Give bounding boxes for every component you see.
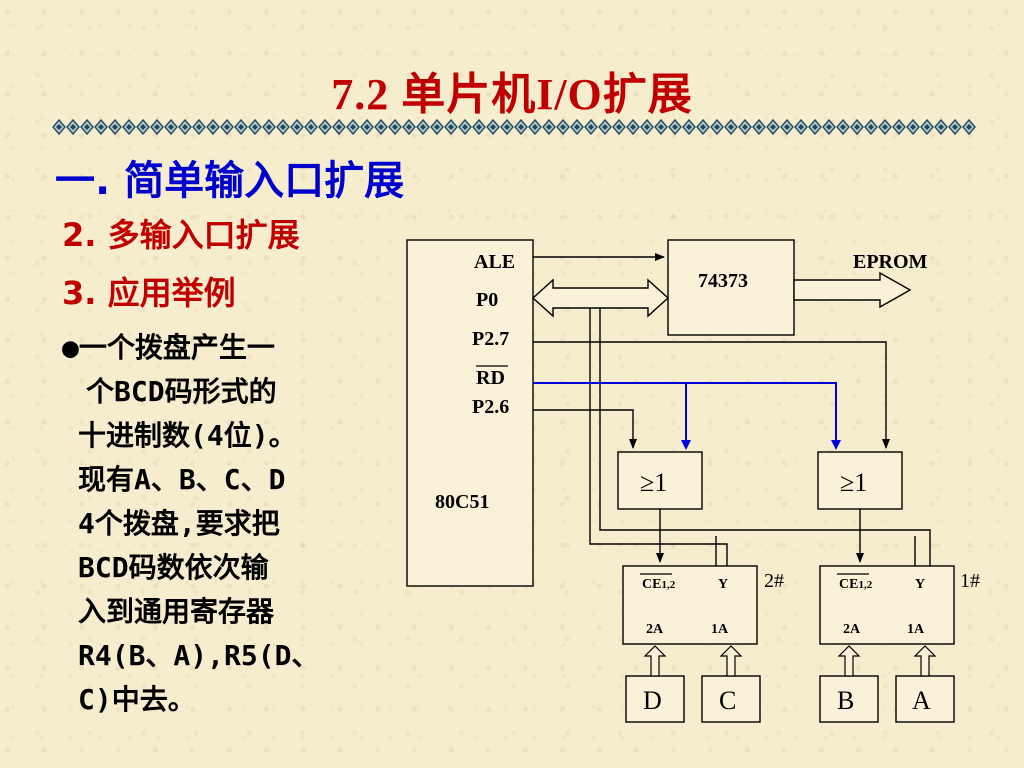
pin-p0-label: P0 [476, 289, 498, 311]
switch-c-label: C [719, 686, 736, 715]
section-heading: 一. 简单输入口扩展 [55, 158, 405, 204]
example-text: ●一个拨盘产生一 个BCD码形式的 十进制数(4位)。 现有A、B、C、D 4个… [62, 326, 392, 722]
bullet-line-6: BCD码数依次输 [78, 551, 269, 584]
bullet-line-9: C)中去。 [78, 683, 196, 716]
buffer-1-ce-label: CE1,2 [839, 577, 873, 592]
buffer-1 [819, 565, 955, 645]
buffer-2-ce-label: CE1,2 [642, 577, 676, 592]
bullet-line-8: R4(B、A),R5(D、 [78, 639, 320, 672]
pin-ale-label: ALE [474, 251, 515, 273]
buffer-2-y-label: Y [718, 577, 728, 592]
buffer-2-id: 2# [764, 570, 784, 592]
buffer-2 [622, 565, 758, 645]
mcu-box [406, 239, 534, 587]
switch-a-label: A [912, 686, 931, 715]
switch-box-c [701, 675, 761, 723]
or-gate-left-label: ≥1 [640, 468, 667, 497]
bullet-line-4: 现有A、B、C、D [78, 463, 286, 496]
mcu-label: 80C51 [435, 491, 489, 513]
pin-rd-label: RD [476, 367, 505, 389]
subsection-heading-3: 3. 应用举例 [62, 274, 236, 312]
decorative-divider [52, 119, 976, 135]
buffer-1-2a-label: 2A [843, 622, 861, 637]
or-gate-right [817, 451, 903, 510]
switch-box-d [625, 675, 685, 723]
buffer-1-1a-label: 1A [907, 622, 925, 637]
buffer-1-y-label: Y [915, 577, 925, 592]
bullet-line-7: 入到通用寄存器 [78, 595, 275, 628]
or-gate-left [617, 451, 703, 510]
latch-label: 74373 [698, 270, 748, 292]
bullet-line-5: 4个拨盘,要求把 [78, 507, 280, 540]
bullet-dot: ● [62, 331, 79, 364]
or-gate-right-label: ≥1 [840, 468, 867, 497]
bullet-line-2: 个BCD码形式的 [86, 375, 277, 408]
pin-p26-label: P2.6 [472, 396, 509, 418]
switch-box-a [895, 675, 955, 723]
buffer-2-1a-label: 1A [711, 622, 729, 637]
buffer-2-2a-label: 2A [646, 622, 664, 637]
eprom-label: EPROM [853, 251, 928, 273]
buffer-1-id: 1# [960, 570, 980, 592]
bullet-line-3: 十进制数(4位)。 [78, 419, 297, 452]
subsection-heading-2: 2. 多输入口扩展 [62, 216, 300, 254]
switch-box-b [819, 675, 879, 723]
bullet-line-1: 一个拨盘产生一 [78, 331, 275, 364]
switch-d-label: D [643, 686, 662, 715]
slide-title: 7.2 单片机I/O扩展 [331, 70, 693, 119]
pin-p27-label: P2.7 [472, 328, 509, 350]
switch-b-label: B [837, 686, 854, 715]
